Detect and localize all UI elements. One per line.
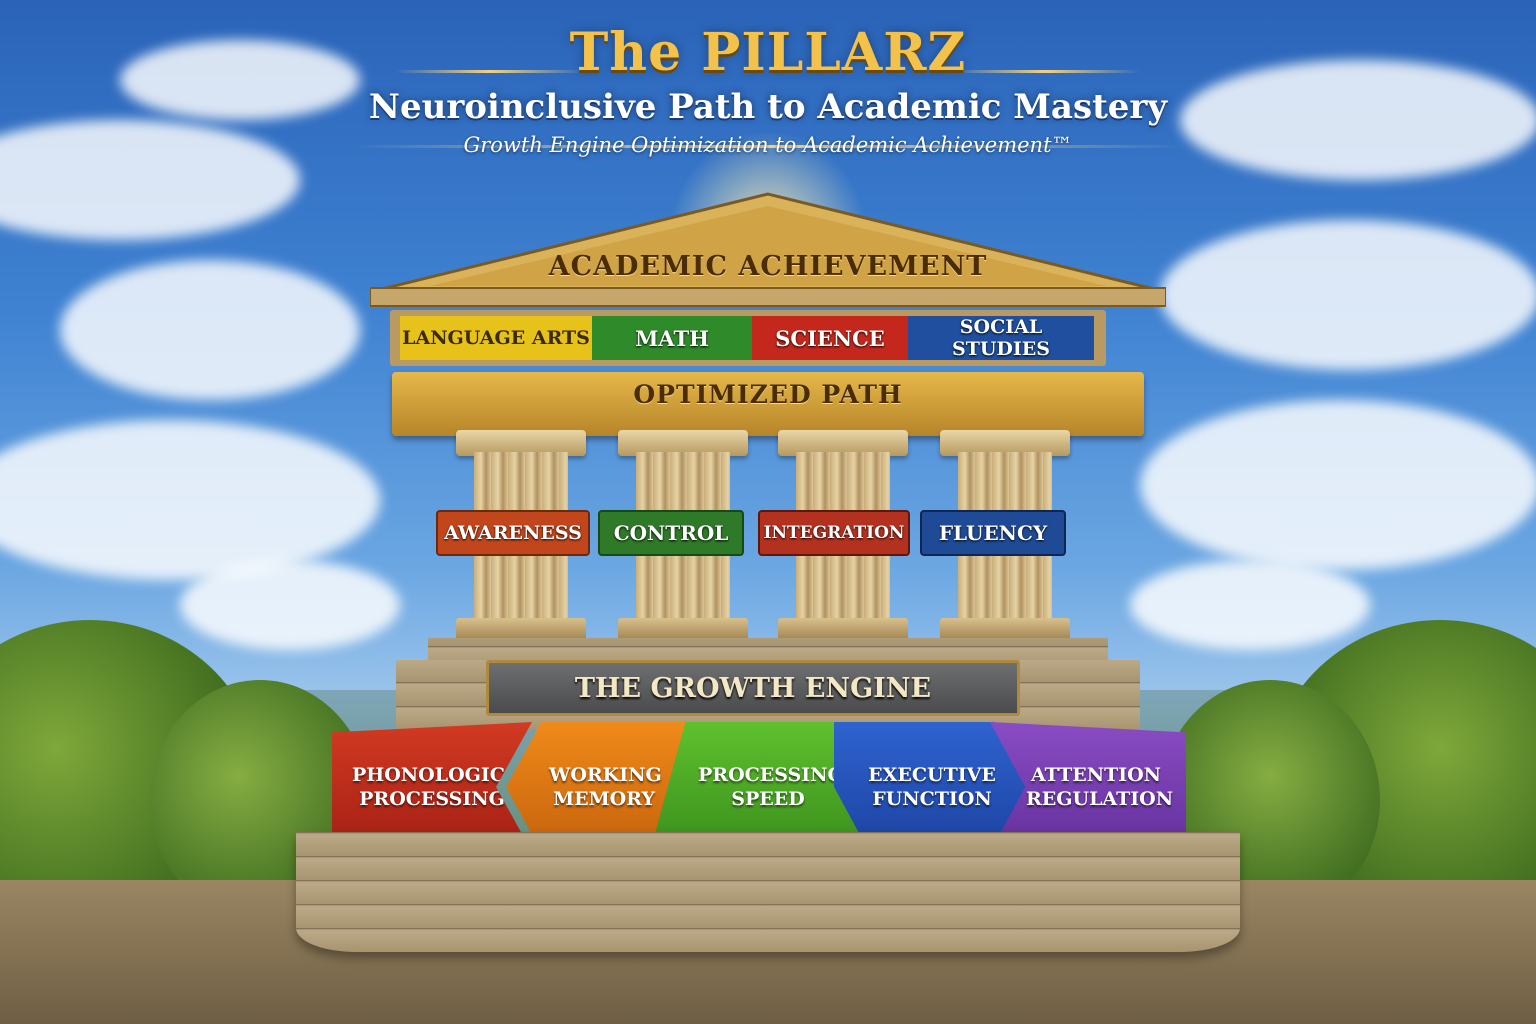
- tagline: Growth Engine Optimization to Academic A…: [463, 133, 1073, 157]
- title-rule-right: [950, 70, 1140, 73]
- subject-social-studies: SOCIAL STUDIES: [908, 316, 1094, 360]
- pillar-label-fluency: FLUENCY: [920, 510, 1066, 556]
- cloud: [1180, 60, 1536, 180]
- engine-label: WORKING MEMORY: [549, 764, 662, 810]
- cloud: [120, 40, 360, 120]
- engine-label: ATTENTION REGULATION: [1026, 764, 1174, 810]
- pillar-capital: [456, 430, 586, 456]
- subject-science: SCIENCE: [752, 316, 908, 360]
- pillar-label-awareness: AWARENESS: [436, 510, 590, 556]
- stone-base: [296, 832, 1240, 952]
- pillar-capital: [618, 430, 748, 456]
- subject-math: MATH: [592, 316, 752, 360]
- subtitle-rule: [350, 145, 1186, 148]
- pediment-label: ACADEMIC ACHIEVEMENT: [548, 250, 988, 282]
- engine-label: EXECUTIVE FUNCTION: [868, 764, 996, 810]
- subject-language-arts: LANGUAGE ARTS: [400, 316, 592, 360]
- pillar-label-integration: INTEGRATION: [758, 510, 910, 556]
- engine-label: PROCESSING SPEED: [698, 764, 844, 810]
- engine-executive-function: EXECUTIVE FUNCTION: [834, 722, 1030, 852]
- entablature: [392, 372, 1144, 436]
- pediment-roof: [370, 192, 1166, 307]
- pillar-capital: [940, 430, 1070, 456]
- cloud: [1130, 560, 1370, 650]
- cloud: [1140, 400, 1536, 570]
- pillar-label-control: CONTROL: [598, 510, 744, 556]
- cloud: [0, 420, 380, 580]
- cloud: [0, 120, 300, 240]
- cloud: [60, 260, 360, 400]
- title-block: The PILLARZ Neuroinclusive Path to Acade…: [0, 14, 1536, 157]
- cloud: [1160, 220, 1536, 370]
- title-rule-left: [395, 70, 585, 73]
- subtitle: Neuroinclusive Path to Academic Mastery: [368, 87, 1168, 127]
- cloud: [180, 560, 400, 650]
- entablature-label: OPTIMIZED PATH: [633, 379, 903, 409]
- engine-label: PHONOLOGICAL PROCESSING: [352, 764, 533, 810]
- growth-engine-plaque: THE GROWTH ENGINE: [486, 660, 1020, 716]
- main-title: The PILLARZ: [569, 22, 967, 83]
- pillar-capital: [778, 430, 908, 456]
